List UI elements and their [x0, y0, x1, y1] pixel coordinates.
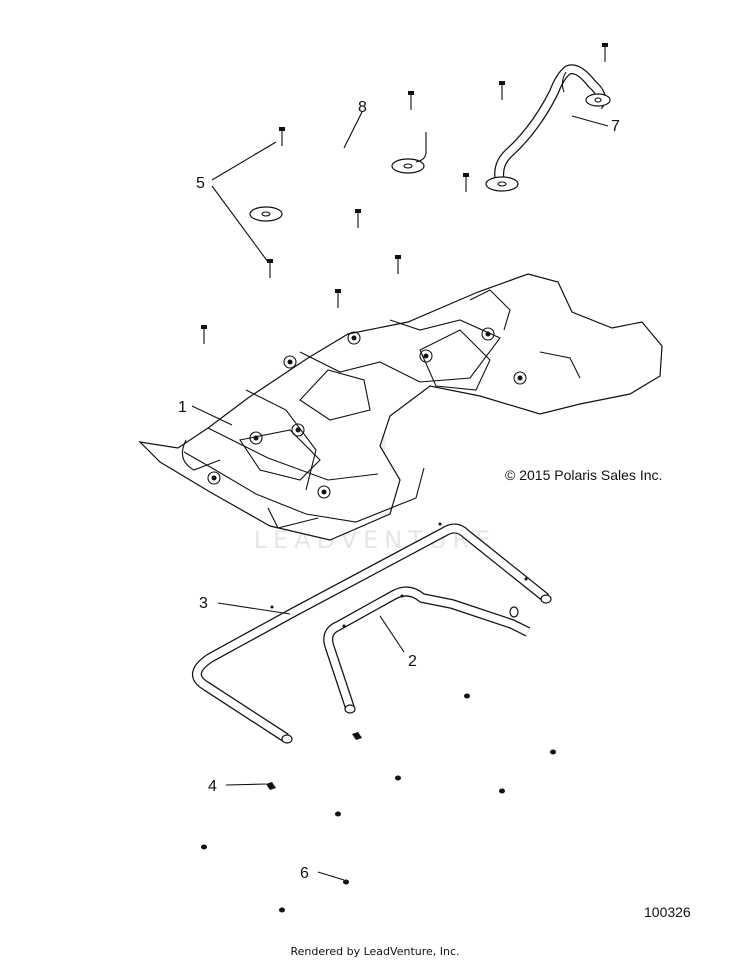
nut: [343, 879, 349, 885]
screw: [408, 91, 414, 110]
nuts-part-6: [201, 693, 556, 913]
figure-number: 100326: [644, 904, 691, 920]
screw: [355, 209, 361, 228]
callout-7: 7: [611, 118, 620, 135]
nut: [395, 775, 401, 781]
nut: [279, 907, 285, 913]
nut: [335, 811, 341, 817]
clip: [266, 782, 276, 790]
callout-4: 4: [208, 778, 217, 795]
part-8-grab-bar: [249, 130, 440, 222]
callout-5: 5: [196, 175, 205, 192]
leader-lines: [191, 111, 609, 881]
part-3-tube-rail: [192, 522, 552, 744]
screw: [499, 81, 505, 100]
screw: [267, 259, 273, 278]
screw: [201, 325, 207, 344]
copyright-text: © 2015 Polaris Sales Inc.: [505, 467, 662, 483]
part-2-tube-rail: [323, 586, 531, 714]
callout-8: 8: [358, 99, 367, 116]
nut: [499, 788, 505, 794]
part-7-grab-handle: [485, 64, 611, 192]
screw: [335, 289, 341, 308]
screw: [279, 127, 285, 146]
screw: [602, 43, 608, 62]
callout-3: 3: [199, 595, 208, 612]
clip: [352, 732, 362, 740]
nut: [550, 749, 556, 755]
part-1-rack-base: [138, 273, 663, 541]
clips-part-4: [266, 732, 362, 790]
callout-1: 1: [178, 399, 187, 416]
screws-part-5: [201, 43, 608, 344]
nut: [201, 844, 207, 850]
callout-2: 2: [408, 653, 417, 670]
screw: [463, 173, 469, 192]
callout-6: 6: [300, 865, 309, 882]
nut: [464, 693, 470, 699]
screw: [395, 255, 401, 274]
rendered-by-text: Rendered by LeadVenture, Inc.: [290, 945, 459, 958]
